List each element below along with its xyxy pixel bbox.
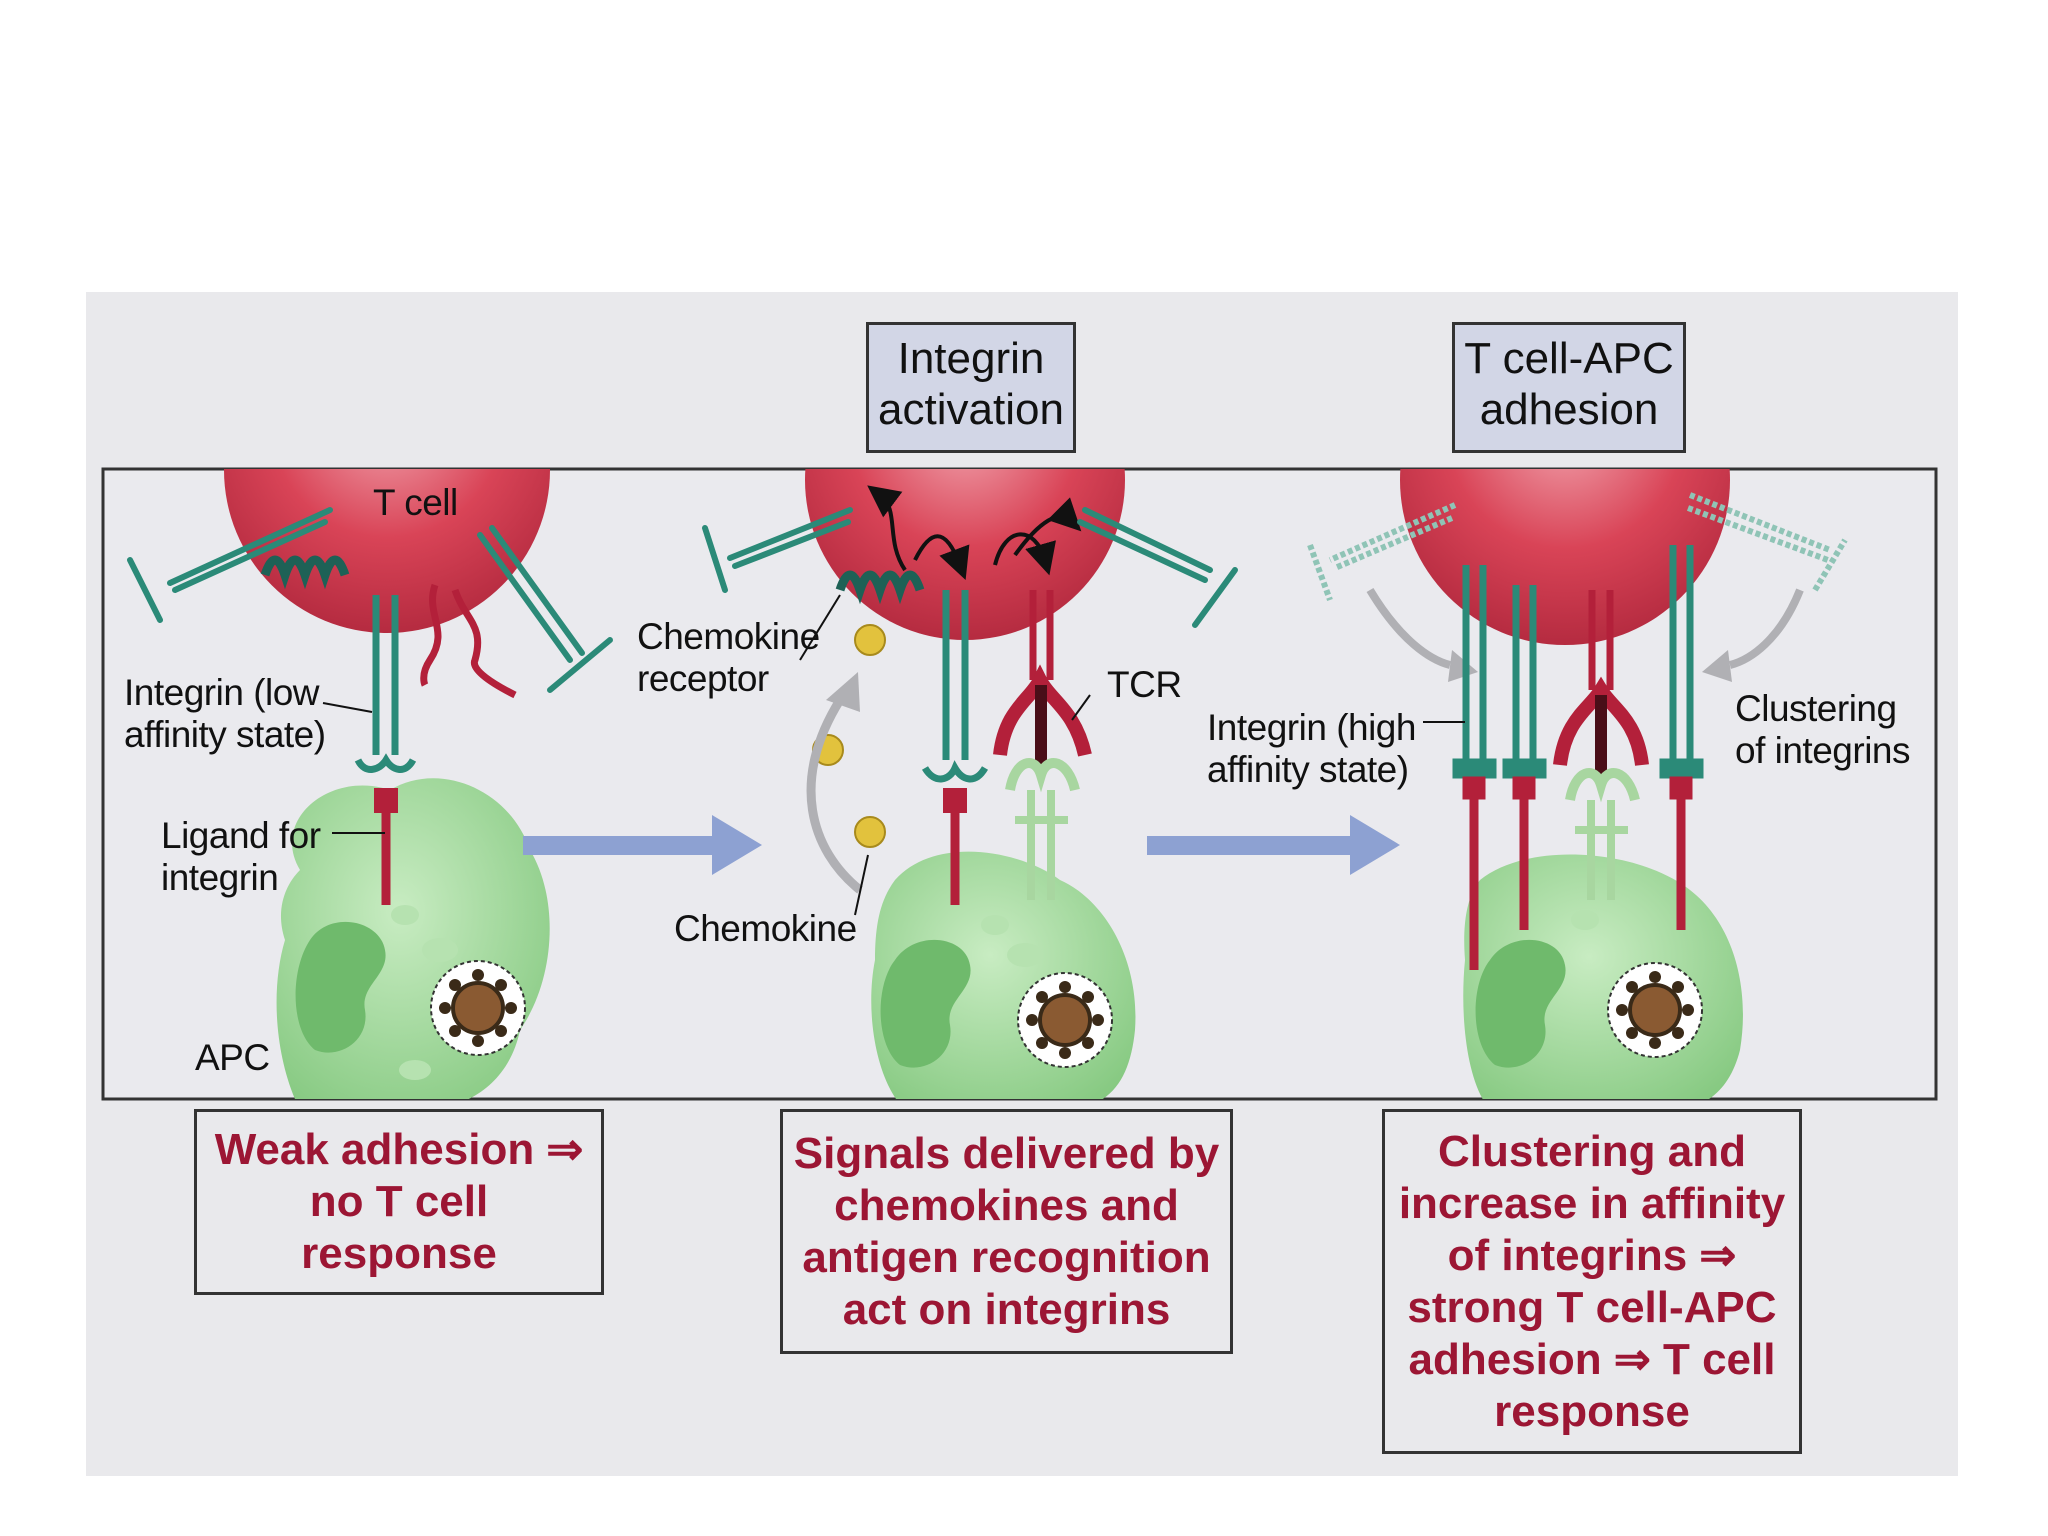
caption-clustering: Clustering and increase in affinity of i… (1382, 1109, 1802, 1454)
panel-2-drawing (702, 469, 1238, 1099)
caption-text: Weak adhesion ⇒ no T cell response (214, 1125, 584, 1278)
caption-text: Signals delivered by chemokines and anti… (793, 1128, 1220, 1334)
apc-nucleus (295, 921, 386, 1053)
label-integrin-low: Integrin (low affinity state) (124, 672, 326, 755)
coil-receptor-p1 (260, 555, 350, 590)
header-t-cell-apc-adhesion: T cell-APC adhesion (1452, 322, 1686, 453)
label-t-cell: T cell (373, 482, 458, 523)
chemokine-dot (854, 624, 886, 656)
t-cell (224, 469, 550, 633)
caption-signals-delivered: Signals delivered by chemokines and anti… (780, 1109, 1233, 1354)
label-tcr: TCR (1107, 664, 1182, 705)
label-apc: APC (195, 1037, 270, 1078)
chemokine-dot (854, 816, 886, 848)
label-ligand: Ligand for integrin (161, 815, 321, 898)
header-text: T cell-APC adhesion (1464, 334, 1674, 434)
tcr-complex (993, 590, 1092, 900)
process-arrow-1 (523, 815, 762, 875)
header-integrin-activation: Integrin activation (866, 322, 1076, 453)
label-clustering: Clustering of integrins (1735, 688, 1911, 771)
process-arrow-2 (1147, 815, 1400, 875)
integrin-left-p1 (127, 507, 333, 623)
integrin-low-p1 (354, 595, 417, 773)
header-text: Integrin activation (878, 334, 1064, 434)
ligand-p1 (374, 788, 398, 905)
panel-1-drawing (127, 469, 613, 1099)
caption-weak-adhesion: Weak adhesion ⇒ no T cell response (194, 1109, 604, 1295)
chemokine-receptor (835, 570, 925, 605)
label-chemokine-receptor: Chemokine receptor (637, 616, 820, 699)
label-integrin-high: Integrin (high affinity state) (1207, 707, 1416, 790)
label-chemokine: Chemokine (674, 908, 857, 949)
caption-text: Clustering and increase in affinity of i… (1398, 1126, 1786, 1436)
panel-3-drawing (1307, 469, 1848, 1099)
